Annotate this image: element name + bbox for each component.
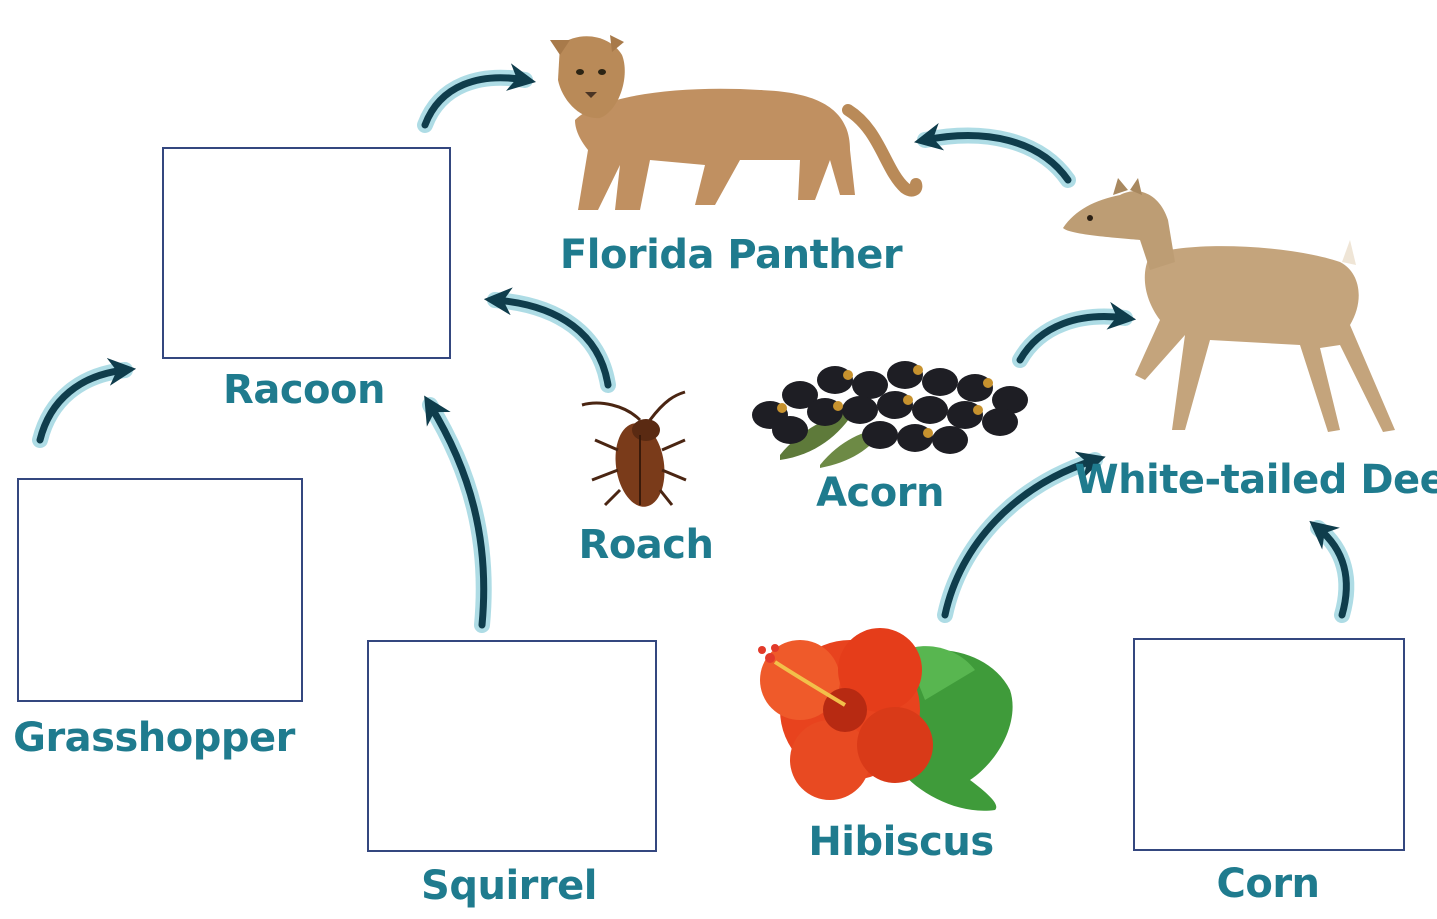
racoon-image-box[interactable]: [162, 147, 451, 359]
arrow-roach-to-racoon: [495, 300, 608, 385]
label-grasshopper: Grasshopper: [13, 715, 295, 761]
label-florida-panther: Florida Panther: [560, 232, 902, 278]
deer-illustration: [1063, 178, 1395, 432]
panther-illustration: [550, 35, 916, 210]
label-hibiscus: Hibiscus: [808, 819, 993, 865]
label-acorn: Acorn: [816, 470, 944, 516]
arrow-corn-to-deer: [1318, 528, 1346, 615]
roach-illustration: [582, 392, 686, 510]
squirrel-image-box[interactable]: [367, 640, 657, 852]
arrow-grasshopper-to-racoon: [40, 370, 125, 440]
label-roach: Roach: [579, 522, 714, 568]
arrow-deer-to-panther: [925, 136, 1068, 180]
label-racoon: Racoon: [223, 367, 385, 413]
grasshopper-image-box[interactable]: [17, 478, 303, 702]
corn-image-box[interactable]: [1133, 638, 1405, 851]
label-corn: Corn: [1216, 861, 1319, 907]
label-white-tailed-deer: White-tailed Deer: [1074, 457, 1437, 503]
arrow-hibiscus-to-deer: [945, 460, 1095, 615]
arrow-squirrel-to-racoon: [430, 405, 484, 625]
arrow-acorn-to-deer: [1020, 317, 1125, 360]
hibiscus-illustration: [758, 628, 1013, 811]
acorn-illustration: [752, 361, 1028, 468]
label-squirrel: Squirrel: [421, 863, 597, 909]
arrow-racoon-to-panther: [425, 78, 525, 125]
